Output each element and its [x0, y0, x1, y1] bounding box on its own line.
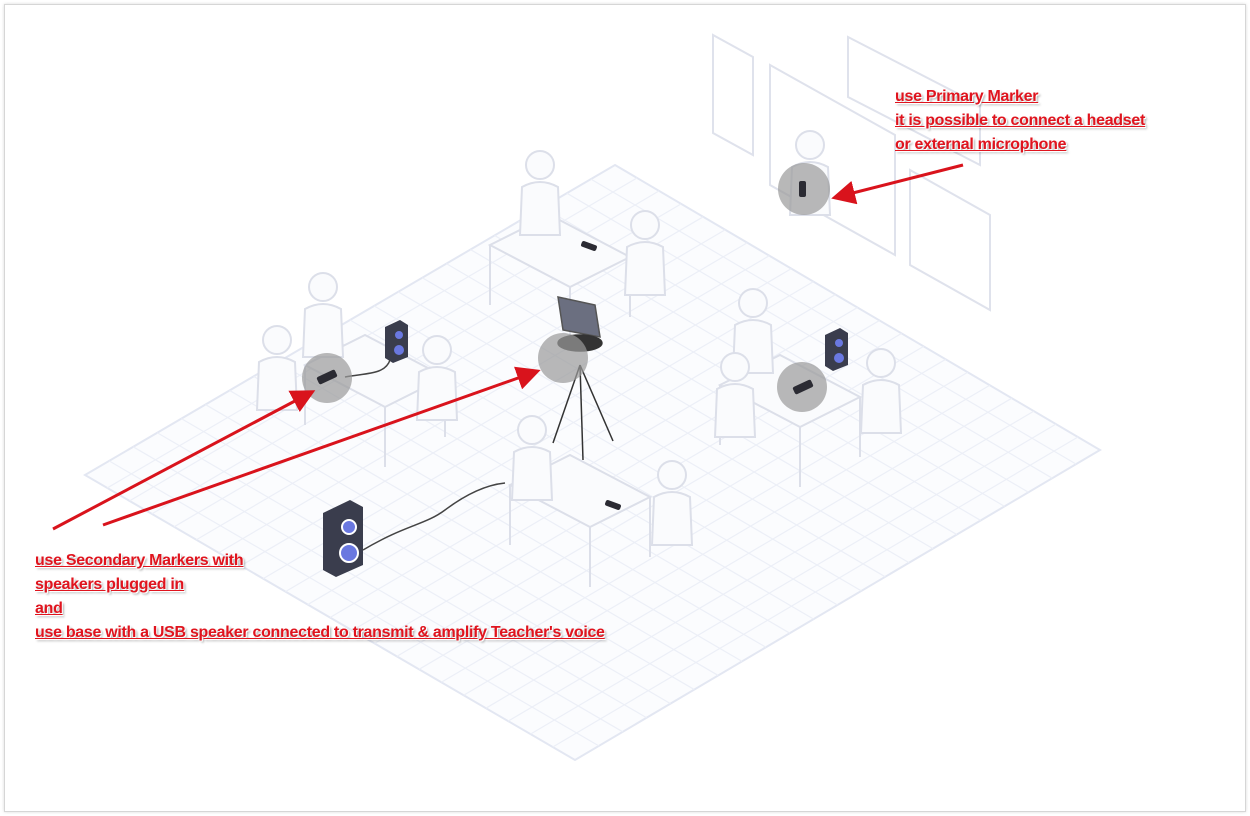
grid-line: [530, 423, 1057, 735]
person-body: [301, 303, 345, 358]
person-head: [720, 352, 750, 382]
person-head: [517, 415, 547, 445]
desks-and-people: [255, 130, 903, 587]
speaker-small-right: [825, 328, 848, 371]
classroom-setup-diagram: use Primary Marker it is possible to con…: [4, 4, 1246, 812]
classroom-illustration: [52, 33, 1102, 762]
person-head: [738, 288, 768, 318]
person-head: [525, 150, 555, 180]
grid-line: [181, 418, 671, 705]
grid-line: [156, 432, 647, 719]
grid-line: [205, 404, 695, 691]
person-body: [415, 366, 459, 421]
note-line: speakers plugged in: [35, 576, 185, 593]
person-body: [255, 356, 299, 411]
annotation-arrows: [52, 163, 964, 531]
person-body: [510, 446, 554, 501]
grid-line: [108, 460, 600, 747]
person-head: [308, 272, 338, 302]
arrow-to-secondary-marker: [52, 390, 316, 531]
person-head: [630, 210, 660, 240]
arrow-to-base: [102, 366, 541, 527]
grid-line: [229, 389, 719, 676]
note-line: use Primary Marker: [895, 88, 1039, 105]
grid-line: [253, 375, 743, 662]
grid-line: [485, 397, 1013, 709]
speaker-small-left: [344, 320, 408, 378]
note-line: it is possible to connect a headset: [895, 112, 1146, 129]
marker-devices: [316, 181, 814, 510]
grid-line: [277, 361, 767, 648]
note-line: or external microphone: [895, 136, 1067, 153]
base-highlight: [538, 333, 588, 383]
grid-line: [463, 384, 991, 696]
whiteboard: [712, 33, 991, 312]
person-body: [623, 241, 667, 296]
person-body: [713, 383, 757, 438]
person-head: [795, 130, 825, 160]
person-body: [859, 379, 903, 434]
note-line: use base with a USB speaker connected to…: [35, 624, 605, 641]
person-head: [657, 460, 687, 490]
note-line: use Secondary Markers with: [35, 552, 244, 569]
person-body: [518, 181, 562, 236]
speaker-left-large: [323, 482, 506, 577]
note-line: and: [35, 600, 63, 617]
person-head: [262, 325, 292, 355]
primary-marker-note: use Primary Marker it is possible to con…: [895, 85, 1145, 157]
secondary-marker-note: use Secondary Markers with speakers plug…: [35, 549, 605, 645]
grid-line: [132, 446, 624, 733]
person-body: [650, 491, 694, 546]
person-head: [422, 335, 452, 365]
person-head: [866, 348, 896, 378]
grid-line: [507, 410, 1035, 722]
arrow-to-primary-marker: [831, 163, 964, 205]
grid-line: [552, 436, 1079, 748]
